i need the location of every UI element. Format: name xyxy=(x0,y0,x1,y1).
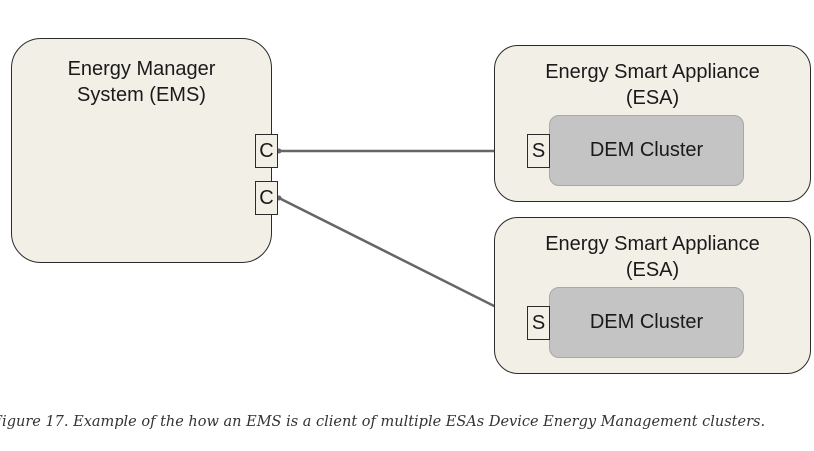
ems-title: Energy Manager System (EMS) xyxy=(67,58,216,106)
esa-bottom-title: Energy Smart Appliance (ESA) xyxy=(545,233,760,281)
esa-node-top: Energy Smart Appliance (ESA) xyxy=(494,45,811,202)
esa-top-server-port: S xyxy=(527,134,550,168)
ems-node: Energy Manager System (EMS) xyxy=(11,38,272,263)
connector-bottom xyxy=(278,196,527,324)
figure-caption: Figure 17. Example of the how an EMS is … xyxy=(0,414,766,430)
esa-bottom-server-port: S xyxy=(527,306,550,340)
ems-client-port-2: C xyxy=(255,181,278,215)
dem-cluster-bottom: DEM Cluster xyxy=(549,287,744,358)
ems-client-port-1: C xyxy=(255,134,278,168)
dem-cluster-top: DEM Cluster xyxy=(549,115,744,186)
esa-top-title: Energy Smart Appliance (ESA) xyxy=(545,61,760,109)
